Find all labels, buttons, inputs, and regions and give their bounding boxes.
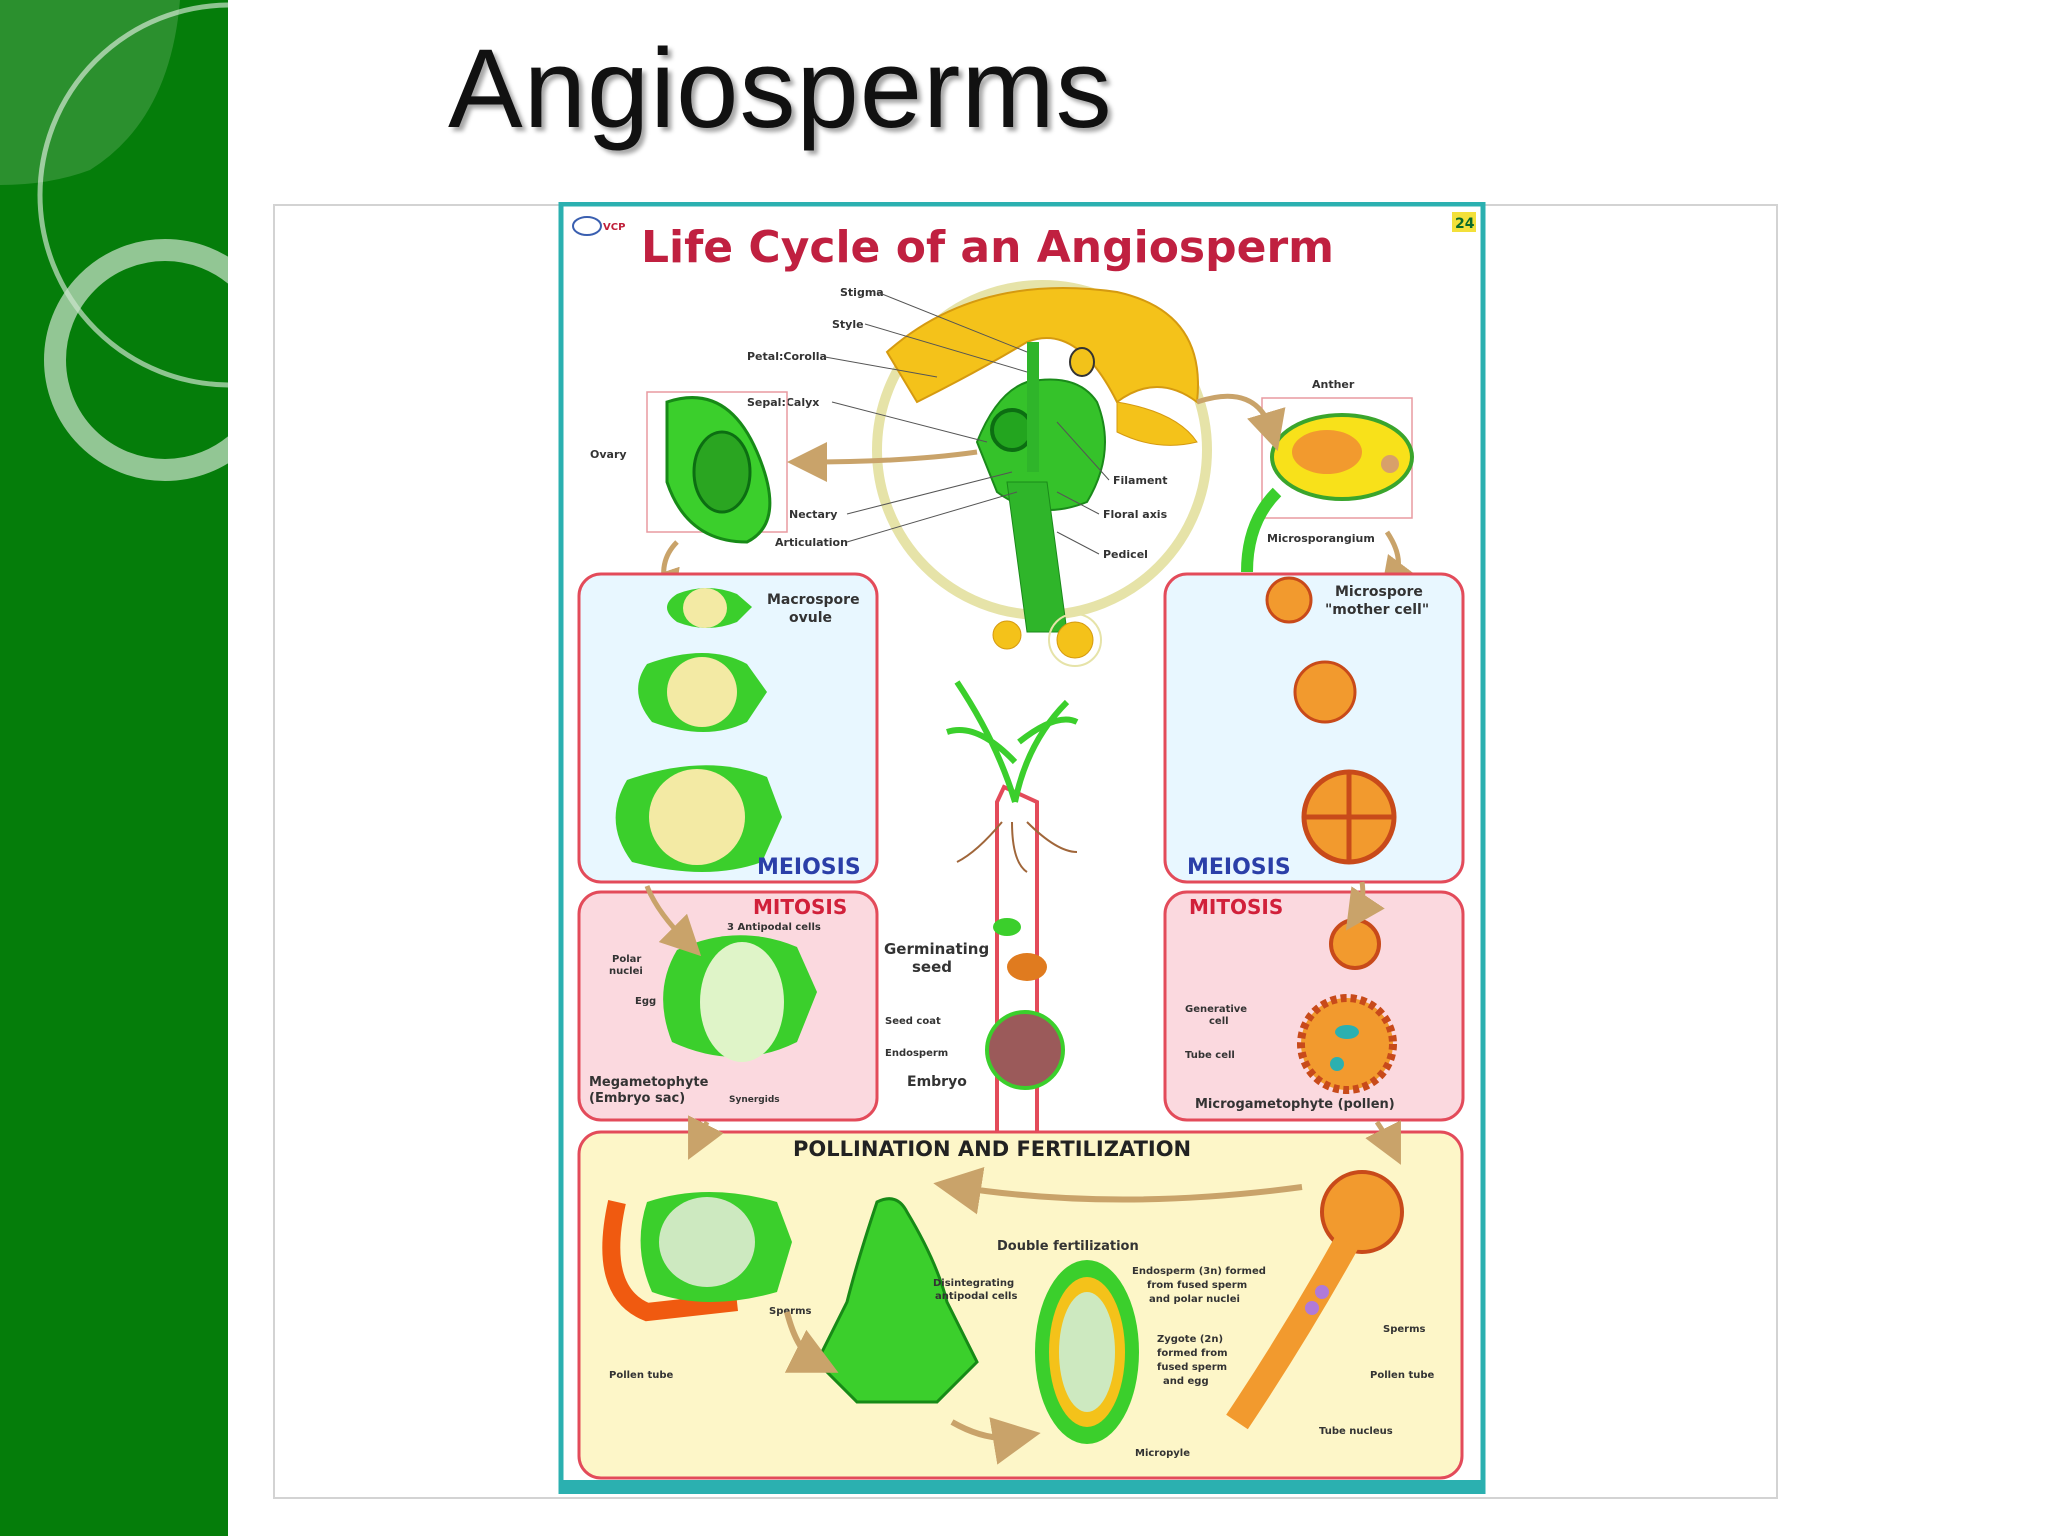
slide-title: Angiosperms bbox=[448, 26, 1113, 151]
label-antipodal: antipodal cells bbox=[935, 1291, 1017, 1302]
label-micropyle: Micropyle bbox=[1135, 1448, 1190, 1459]
left-meiosis-label1: Macrospore bbox=[767, 592, 860, 608]
label-formed-from: formed from bbox=[1157, 1348, 1228, 1359]
right-meiosis-stage: MEIOSIS bbox=[1187, 855, 1291, 880]
label-nectary: Nectary bbox=[789, 508, 837, 521]
flower-diagram bbox=[872, 280, 1212, 633]
label-seed: seed bbox=[912, 958, 952, 976]
label-seed-coat: Seed coat bbox=[885, 1016, 941, 1027]
right-meiosis-label1: Microspore bbox=[1335, 584, 1423, 600]
poster-logo: VCP bbox=[572, 216, 625, 236]
label-stigma: Stigma bbox=[840, 286, 884, 299]
label-polar2: nuclei bbox=[609, 966, 643, 977]
label-megametophyte: Megametophyte bbox=[589, 1075, 709, 1090]
right-meiosis-panel: Microspore "mother cell" MEIOSIS bbox=[1163, 572, 1465, 884]
label-synergids: Synergids bbox=[729, 1095, 780, 1105]
right-mitosis-panel: MITOSIS Generative cell Tube cell Microg… bbox=[1163, 890, 1465, 1122]
label-microgametophyte: Microgametophyte (pollen) bbox=[1195, 1097, 1395, 1112]
label-generative-cell2: cell bbox=[1209, 1016, 1229, 1027]
label-filament: Filament bbox=[1113, 474, 1168, 487]
right-mitosis-stage: MITOSIS bbox=[1189, 895, 1283, 919]
label-from-fused-sperm: from fused sperm bbox=[1147, 1280, 1247, 1291]
label-polar1: Polar bbox=[612, 954, 641, 965]
left-meiosis-panel: Macrospore ovule MEIOSIS bbox=[577, 572, 879, 884]
label-and-egg: and egg bbox=[1163, 1376, 1209, 1387]
label-microsporangium: Microsporangium bbox=[1267, 532, 1375, 545]
label-germinating: Germinating bbox=[884, 940, 989, 958]
label-tube-cell: Tube cell bbox=[1185, 1050, 1235, 1061]
poster-title: Life Cycle of an Angiosperm bbox=[641, 222, 1334, 273]
label-embryo: Embryo bbox=[907, 1074, 967, 1090]
label-sperms-right: Sperms bbox=[1383, 1324, 1425, 1335]
label-articulation: Articulation bbox=[775, 536, 848, 549]
label-floral-axis: Floral axis bbox=[1103, 508, 1168, 521]
label-style: Style bbox=[832, 318, 864, 331]
label-petal: Petal:Corolla bbox=[747, 350, 827, 363]
poster-badge: 24 bbox=[1455, 216, 1475, 232]
label-sepal: Sepal:Calyx bbox=[747, 396, 819, 409]
ovary-drawing bbox=[646, 391, 788, 544]
pollination-heading: POLLINATION AND FERTILIZATION bbox=[793, 1137, 1191, 1161]
sidebar-decoration bbox=[0, 0, 228, 481]
slide-sidebar bbox=[0, 0, 228, 1536]
label-endosperm: Endosperm bbox=[885, 1048, 948, 1059]
label-polar-nuclei: and polar nuclei bbox=[1149, 1294, 1240, 1305]
label-embryo-sac: (Embryo sac) bbox=[589, 1091, 685, 1106]
label-pedicel: Pedicel bbox=[1103, 548, 1148, 561]
label-anther: Anther bbox=[1312, 378, 1355, 391]
left-mitosis-panel: MITOSIS 3 Antipodal cells Polar nuclei E… bbox=[577, 890, 879, 1122]
label-pollen-tube-right: Pollen tube bbox=[1370, 1370, 1434, 1381]
label-endosperm-formed: Endosperm (3n) formed bbox=[1132, 1266, 1266, 1277]
label-egg: Egg bbox=[635, 996, 656, 1007]
label-double-fertilization: Double fertilization bbox=[997, 1239, 1139, 1254]
logo-text: VCP bbox=[603, 222, 625, 233]
label-tube-nucleus: Tube nucleus bbox=[1319, 1426, 1393, 1437]
label-generative-cell1: Generative bbox=[1185, 1004, 1247, 1015]
label-ovary: Ovary bbox=[590, 448, 627, 461]
angiosperm-life-cycle-poster: VCP Life Cycle of an Angiosperm 24 Stigm… bbox=[558, 202, 1486, 1494]
anther-drawing bbox=[1241, 397, 1414, 573]
left-meiosis-label2: ovule bbox=[789, 610, 832, 626]
label-disintegrating: Disintegrating bbox=[933, 1278, 1014, 1289]
label-pollen-tube-left: Pollen tube bbox=[609, 1370, 673, 1381]
label-zygote: Zygote (2n) bbox=[1157, 1334, 1223, 1345]
left-meiosis-stage: MEIOSIS bbox=[757, 855, 861, 880]
label-sperms-left: Sperms bbox=[769, 1306, 811, 1317]
label-antipodal-cells: 3 Antipodal cells bbox=[727, 922, 821, 933]
pollination-panel: POLLINATION AND FERTILIZATION Double fer… bbox=[577, 1130, 1464, 1480]
left-mitosis-stage: MITOSIS bbox=[753, 895, 847, 919]
label-fused-sperm: fused sperm bbox=[1157, 1362, 1227, 1373]
right-meiosis-label2: "mother cell" bbox=[1325, 602, 1429, 618]
center-plant: Germinating seed Seed coat Endosperm Emb… bbox=[884, 613, 1102, 1132]
